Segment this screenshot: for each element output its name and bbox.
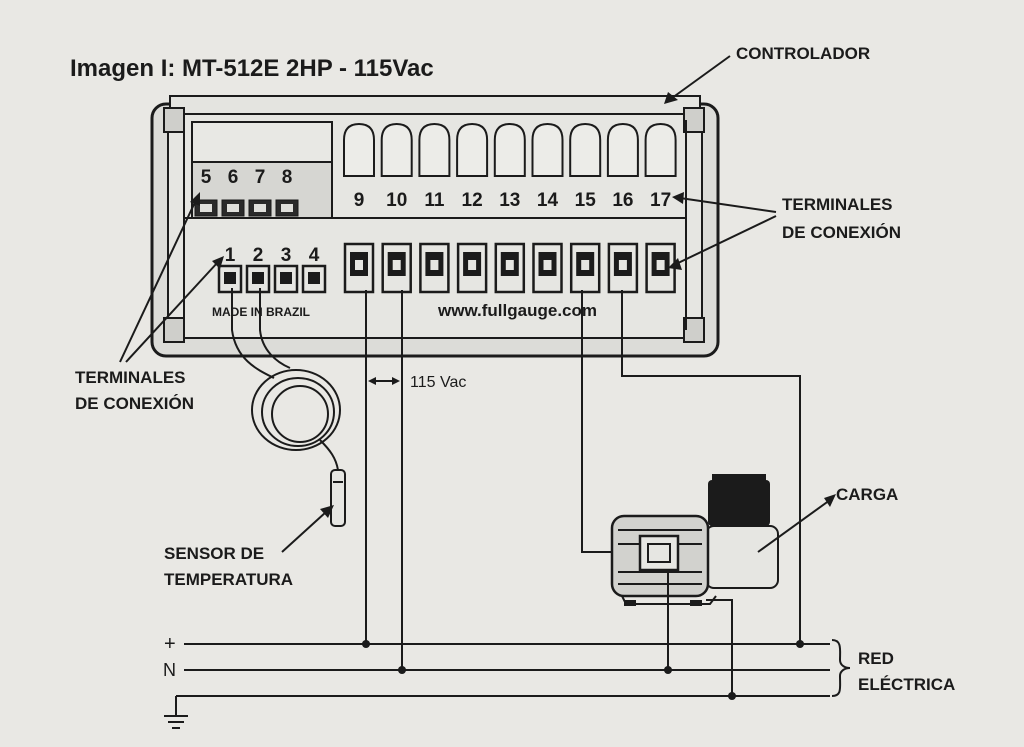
diagram-title: Imagen I: MT-512E 2HP - 115Vac [70, 55, 434, 82]
terminal-cap-12 [456, 122, 489, 177]
terminal-screw-9 [355, 260, 363, 270]
terminal-screw-slot-6 [227, 204, 239, 212]
red-brace [831, 639, 851, 697]
terminales-left-arrow-b [125, 261, 219, 363]
terminal-cap-17 [644, 122, 677, 177]
terminal-screw-15 [581, 260, 590, 270]
motor-icon [610, 474, 779, 606]
sensor-arrow [281, 511, 327, 553]
wire-terminal-16 [621, 290, 801, 644]
terminal-label-10: 10 [386, 190, 407, 211]
red-label-line2: ELÉCTRICA [858, 675, 955, 694]
terminal-block-9-17 [343, 242, 676, 294]
line-ground [175, 695, 830, 716]
terminal-label-8: 8 [282, 167, 293, 188]
terminal-screw-10 [392, 260, 401, 270]
controlador-arrow [671, 55, 731, 99]
terminal-socket-inner-3 [280, 272, 292, 284]
terminal-screw-slot-7 [254, 204, 266, 212]
terminales-right-arrow-b [675, 215, 777, 265]
terminal-socket-inner-4 [308, 272, 320, 284]
terminal-cap-13 [493, 122, 526, 177]
terminal-label-5: 5 [201, 167, 212, 188]
terminal-caps-row [343, 122, 677, 177]
terminal-screw-16 [618, 260, 627, 270]
terminal-screw-13 [505, 260, 514, 270]
sensor-probe-icon [330, 469, 346, 527]
terminal-cap-15 [569, 122, 602, 177]
terminal-cap-10 [380, 122, 413, 177]
brand-url: www.fullgauge.com [437, 301, 597, 320]
terminal-screw-11 [430, 260, 439, 270]
terminal-label-2: 2 [253, 245, 264, 266]
carga-arrow [757, 499, 831, 553]
terminal-screw-slot-5 [200, 204, 212, 212]
terminales-right-line1: TERMINALES [782, 195, 893, 214]
terminal-cap-11 [418, 122, 451, 177]
terminal-screw-12 [468, 260, 477, 270]
terminal-label-3: 3 [281, 245, 292, 266]
terminales-left-line1: TERMINALES [75, 368, 186, 387]
terminal-label-17: 17 [650, 190, 671, 211]
terminal-label-11: 11 [424, 190, 445, 211]
terminales-right-arrow-a [679, 197, 777, 213]
terminal-screw-17 [656, 260, 665, 270]
carga-label: CARGA [836, 485, 898, 504]
sensor-cable [231, 288, 346, 527]
plus-line-symbol: + [164, 633, 176, 655]
terminal-label-9: 9 [354, 190, 365, 211]
wire-motor-ground [706, 599, 733, 696]
terminal-numbers-9-17: 9 10 11 12 13 14 15 16 17 [354, 190, 671, 211]
sensor-label-line1: SENSOR DE [164, 544, 264, 563]
neutral-line-symbol: N [163, 660, 176, 680]
terminal-socket-10 [381, 242, 412, 294]
terminal-label-1: 1 [225, 245, 236, 266]
terminal-socket-inner-2 [252, 272, 264, 284]
controlador-label: CONTROLADOR [736, 44, 870, 63]
terminal-cap-14 [531, 122, 564, 177]
terminal-screw-14 [543, 260, 552, 270]
ground-icon [164, 715, 188, 729]
terminales-left-line2: DE CONEXIÓN [75, 394, 194, 413]
terminal-label-13: 13 [499, 190, 520, 211]
terminal-label-16: 16 [612, 190, 633, 211]
sensor-label-line2: TEMPERATURA [164, 570, 293, 589]
terminal-label-7: 7 [255, 167, 266, 188]
terminal-cap-9 [343, 122, 375, 177]
terminales-left-arrow-a [119, 199, 197, 363]
red-label-line1: RED [858, 649, 894, 668]
terminal-screw-slot-8 [281, 204, 293, 212]
terminal-label-12: 12 [462, 190, 483, 211]
terminal-label-6: 6 [228, 167, 239, 188]
terminal-label-14: 14 [537, 190, 559, 211]
voltage-label: 115 Vac [410, 374, 466, 391]
terminal-socket-inner-1 [224, 272, 236, 284]
terminal-cap-16 [606, 122, 639, 177]
terminal-socket-13 [494, 242, 526, 294]
terminal-label-4: 4 [309, 245, 320, 266]
terminales-right-line2: DE CONEXIÓN [782, 223, 901, 242]
terminal-label-15: 15 [575, 190, 597, 211]
